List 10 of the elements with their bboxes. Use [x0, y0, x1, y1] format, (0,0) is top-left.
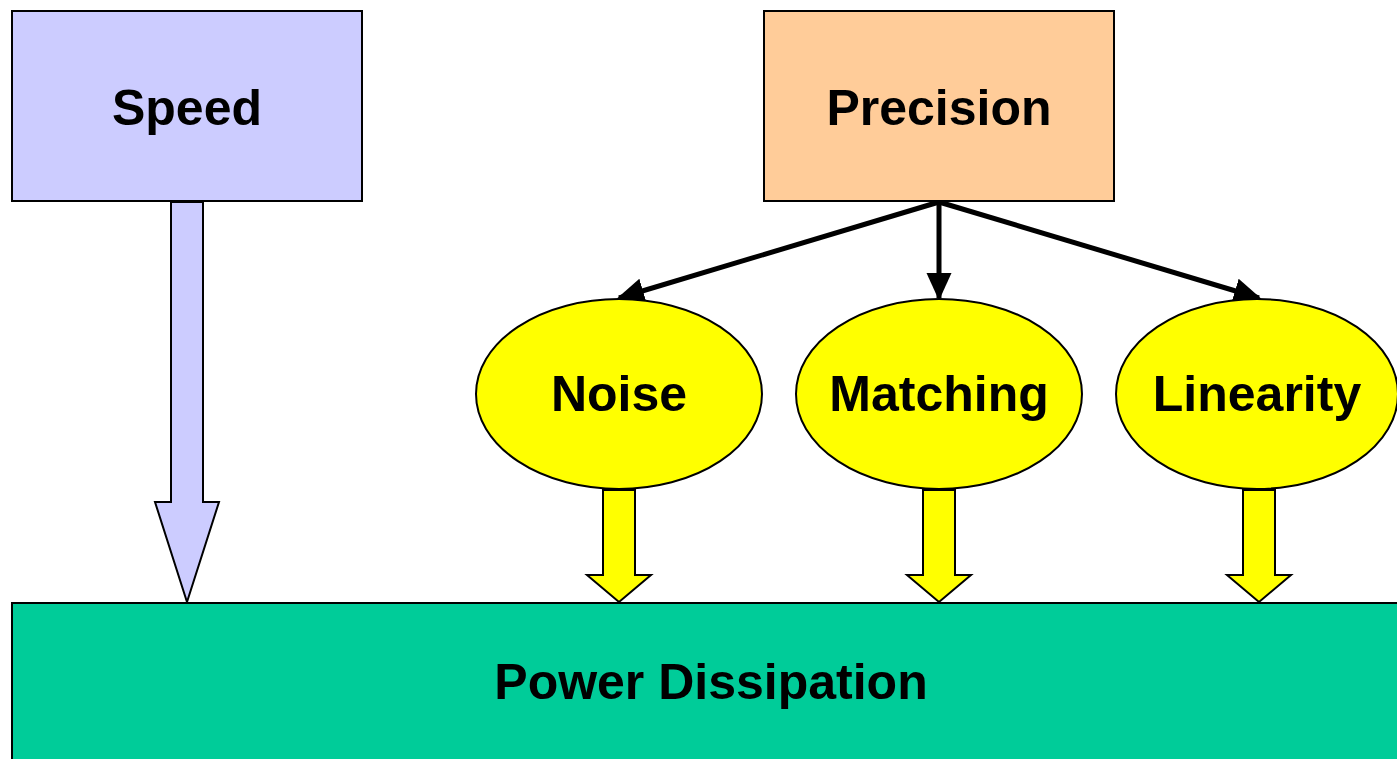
node-label: Precision	[826, 79, 1052, 137]
node-label: Linearity	[1152, 365, 1362, 423]
node-label: Noise	[550, 365, 688, 423]
node-label: Matching	[829, 365, 1049, 423]
node-label: Speed	[111, 79, 263, 137]
block-arrow	[584, 489, 654, 604]
block-arrow	[904, 489, 974, 604]
block-arrow	[1224, 489, 1294, 604]
arrow	[926, 202, 952, 301]
node-label: Power Dissipation	[494, 653, 928, 711]
